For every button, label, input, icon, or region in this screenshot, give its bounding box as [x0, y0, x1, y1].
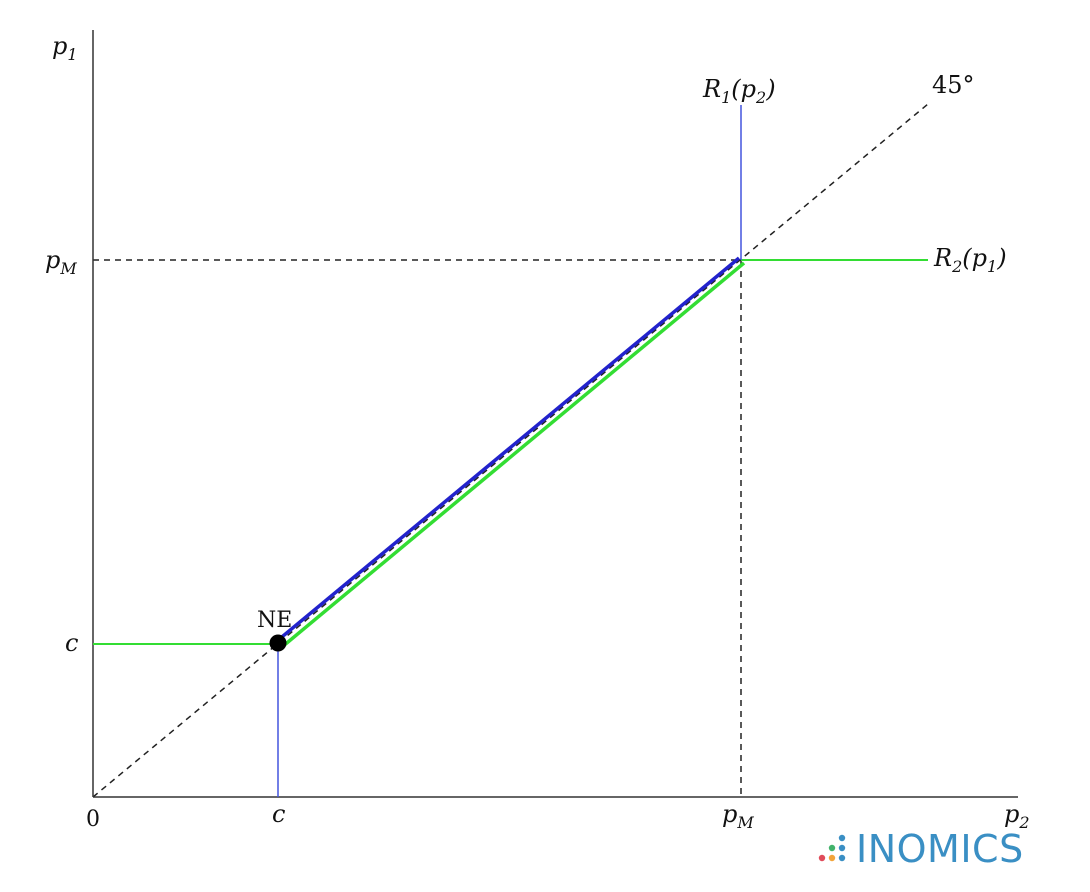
- ne-point: [269, 634, 287, 652]
- x-axis-label: p2: [1004, 800, 1030, 832]
- r1-label: R1(p2): [702, 75, 776, 107]
- logo-dot: [818, 854, 826, 862]
- r1-diagonal: [275, 256, 741, 643]
- y-tick-c: c: [65, 629, 78, 657]
- y-tick-pm: pM: [45, 246, 77, 278]
- inomics-logo: INOMICS: [818, 827, 1024, 871]
- logo-dot: [838, 844, 846, 852]
- logo-dot: [828, 844, 836, 852]
- inomics-logo-mark: [818, 834, 846, 862]
- ne-label: NE: [257, 608, 292, 633]
- diagonal-label: 45°: [932, 71, 975, 99]
- inomics-logo-text: INOMICS: [856, 827, 1024, 871]
- logo-dot: [838, 834, 846, 842]
- x-tick-pm: pM: [722, 800, 754, 832]
- r2-label: R2(p1): [933, 244, 1007, 276]
- logo-dot: [838, 854, 846, 862]
- x-tick-c: c: [272, 800, 285, 828]
- y-axis-label: p1: [52, 32, 78, 64]
- r2-diagonal: [280, 261, 746, 649]
- diagonal-45-line: [92, 103, 929, 798]
- logo-dot: [828, 854, 836, 862]
- origin-label: 0: [86, 807, 100, 832]
